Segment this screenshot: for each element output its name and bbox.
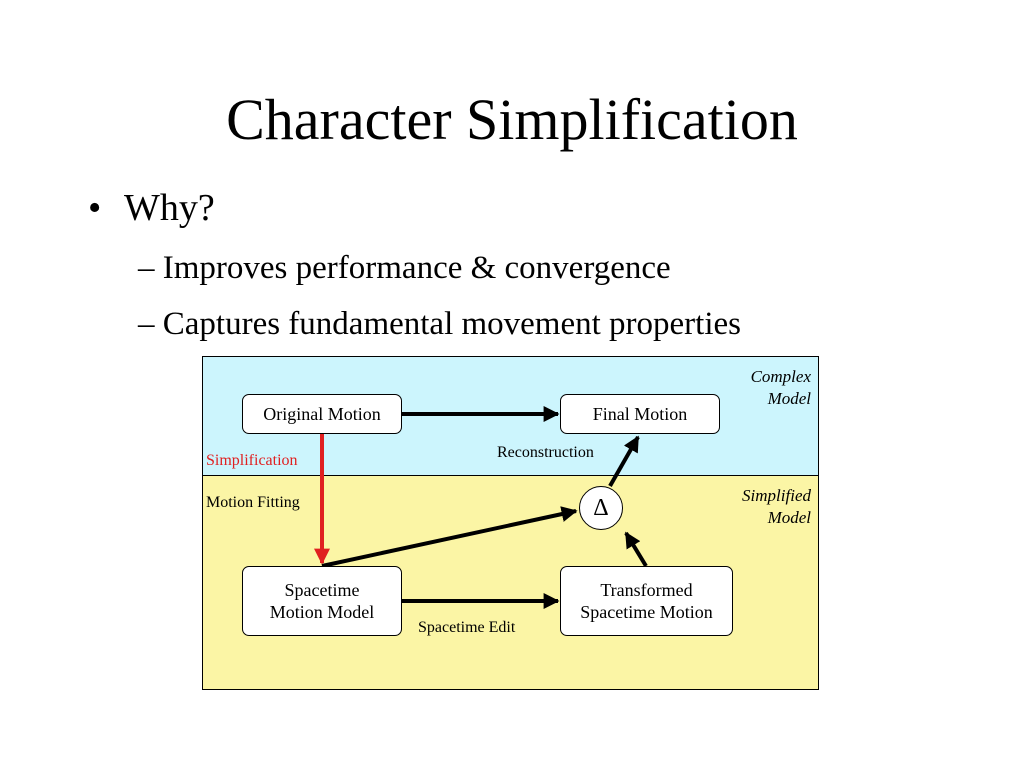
bullet-marker: • (88, 187, 102, 229)
label-spacetime-edit: Spacetime Edit (418, 619, 516, 636)
transformed-line1: Transformed (600, 580, 693, 600)
transformed-line2: Spacetime Motion (580, 602, 713, 622)
node-final-motion: Final Motion (560, 394, 720, 434)
arrow-spacetime-to-delta (321, 506, 578, 568)
label-simplification: Simplification (206, 452, 298, 469)
spacetime-line1: Spacetime (284, 580, 360, 600)
node-transformed-spacetime-motion: Transformed Spacetime Motion (560, 566, 733, 636)
simplified-label-line2: Model (767, 508, 811, 527)
simplified-model-label: Simplified Model (742, 485, 811, 529)
spacetime-line2: Motion Model (269, 602, 375, 622)
label-motion-fitting: Motion Fitting (206, 494, 300, 511)
simplified-label-line1: Simplified (742, 486, 811, 505)
complex-label-line2: Model (767, 389, 811, 408)
bullet-why: • Why? (88, 184, 215, 232)
slide-title: Character Simplification (226, 87, 798, 152)
arrow-transformed-to-delta (624, 531, 648, 568)
arrow-delta-to-final (608, 435, 640, 487)
motion-diagram: Complex Model Simplified Model Original … (202, 356, 819, 690)
label-reconstruction: Reconstruction (497, 444, 594, 461)
node-original-motion: Original Motion (242, 394, 402, 434)
node-spacetime-motion-model: Spacetime Motion Model (242, 566, 402, 636)
sub-bullet-performance: – Improves performance & convergence (138, 250, 671, 286)
bullet-text: Why? (124, 187, 215, 229)
node-delta: Δ (579, 486, 623, 530)
sub-bullet-properties: – Captures fundamental movement properti… (138, 306, 741, 342)
complex-model-label: Complex Model (751, 366, 811, 410)
diagram-arrows (314, 406, 648, 609)
complex-label-line1: Complex (750, 367, 811, 386)
